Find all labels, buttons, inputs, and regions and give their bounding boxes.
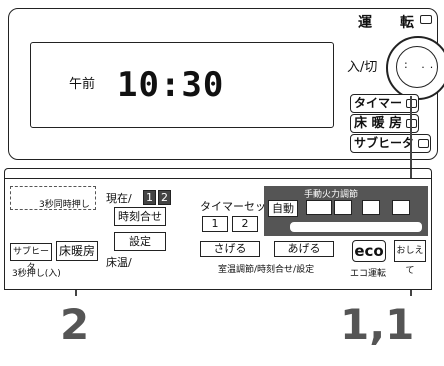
fire-slider[interactable]	[290, 222, 422, 232]
timer-2-button[interactable]: 2	[232, 216, 258, 232]
adjust-caption: 室温調節/時刻合せ/設定	[218, 265, 315, 275]
running-lamp	[420, 15, 432, 24]
callout-1-1: 1,1	[340, 300, 415, 349]
floor-heating-panel-button[interactable]: 床暖房	[56, 241, 98, 261]
sub-hint: 3秒押し(入)	[12, 269, 61, 279]
power-label: 入/切	[347, 60, 378, 75]
up-button[interactable]: あげる	[274, 241, 334, 257]
current-1: 1	[143, 190, 156, 205]
floor-temp-label: 床温/	[106, 256, 132, 269]
down-button[interactable]: さげる	[200, 241, 260, 257]
running-label: 運	[358, 15, 372, 31]
ampm-label: 午前	[69, 77, 96, 92]
eco-caption: エコ運転	[350, 269, 387, 279]
clock-time: 10:30	[117, 65, 225, 105]
fire-level-1[interactable]: 小	[334, 200, 352, 215]
power-button[interactable]	[396, 46, 438, 88]
eco-button[interactable]: eco	[352, 240, 386, 262]
time-set-button[interactable]: 時刻合せ	[114, 207, 166, 226]
lcd-display: 午前 10:30	[30, 42, 334, 128]
sub-heater-panel-button[interactable]: サブヒータ	[10, 243, 52, 273]
manual-fire-label: 手動火力調節	[304, 190, 359, 200]
callout-2: 2	[60, 300, 90, 349]
hold-hint-box: 3秒同時押し	[10, 186, 96, 210]
current-label: 現在/	[106, 192, 132, 205]
sub-heater-button[interactable]: サブヒータ	[350, 134, 432, 153]
running-label-2: 転	[400, 15, 414, 31]
current-2: 2	[158, 190, 171, 205]
fire-levels: 微小 小 中 大	[306, 200, 426, 215]
timer-set-label: タイマーセット	[200, 200, 277, 213]
fire-level-2[interactable]: 中	[362, 200, 380, 215]
floor-heating-button[interactable]: 床 暖 房	[350, 114, 420, 133]
fire-level-3[interactable]: 大	[392, 200, 410, 215]
timer-button[interactable]: タイマー	[350, 94, 420, 113]
panel-lid	[4, 168, 432, 179]
setting-button[interactable]: 設定	[114, 232, 166, 251]
fire-level-0[interactable]: 微小	[306, 200, 332, 215]
timer-1-button[interactable]: 1	[202, 216, 228, 232]
dots-icon: : ..	[404, 58, 439, 71]
auto-button[interactable]: 自動	[268, 200, 298, 217]
oshiete-button[interactable]: おしえて	[394, 240, 426, 276]
